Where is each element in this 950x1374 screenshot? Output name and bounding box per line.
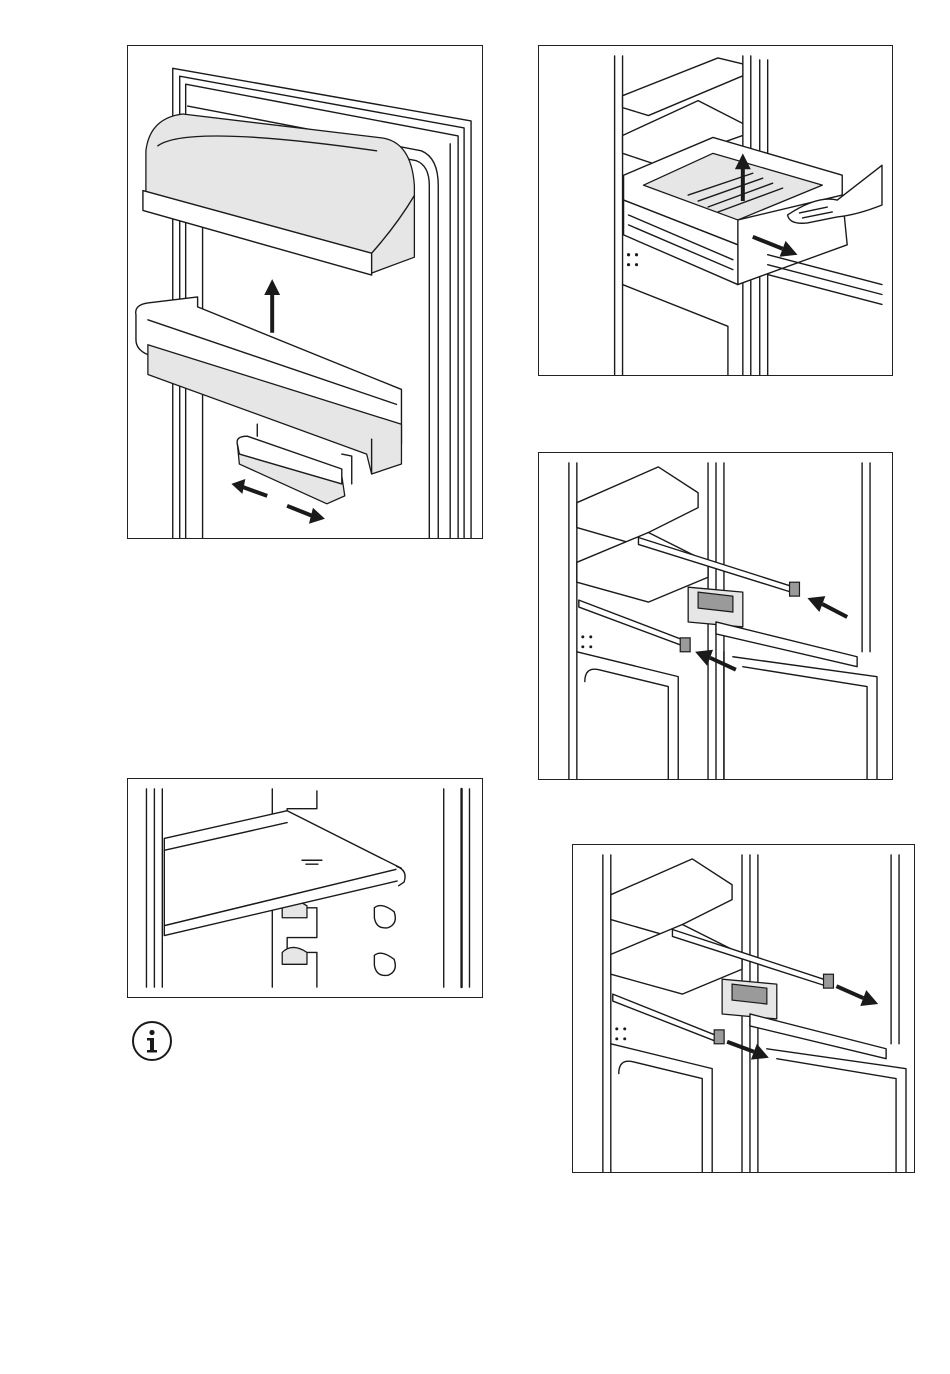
info-icon	[131, 1020, 173, 1062]
rails-pull-out-figure	[572, 844, 915, 1173]
door-shelves-figure	[127, 45, 483, 539]
info-icon-graphic	[131, 1020, 173, 1062]
rails-push-in-illustration	[539, 453, 892, 779]
drawer-removal-figure	[538, 45, 893, 376]
glass-shelf-illustration	[128, 779, 482, 997]
rails-pull-out-illustration	[573, 845, 914, 1172]
drawer-removal-illustration	[539, 46, 892, 375]
door-shelves-illustration	[128, 46, 482, 538]
rails-push-in-figure	[538, 452, 893, 780]
glass-shelf-figure	[127, 778, 483, 998]
